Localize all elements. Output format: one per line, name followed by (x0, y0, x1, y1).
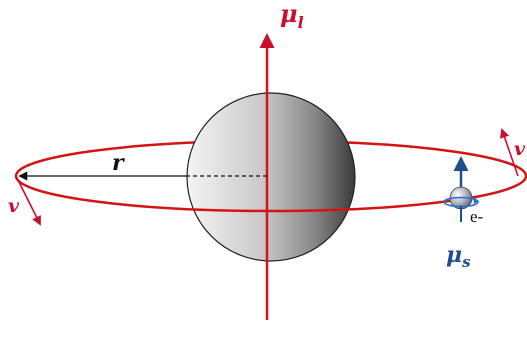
mu-l-label: μl (280, 0, 304, 32)
velocity-arrow-right (499, 128, 519, 177)
velocity-label-right: v (514, 138, 526, 160)
spin-ring-arrowhead (473, 197, 479, 204)
nucleus-sphere (186, 92, 356, 262)
mu-s-label: μs (446, 242, 471, 271)
radius-label: r (112, 150, 125, 176)
velocity-arrow-left (16, 177, 41, 226)
orbit-front-arc (14, 175, 527, 213)
electron-label: e- (470, 207, 484, 226)
electron-icon (443, 156, 479, 222)
velocity-label-left: v (8, 195, 20, 217)
